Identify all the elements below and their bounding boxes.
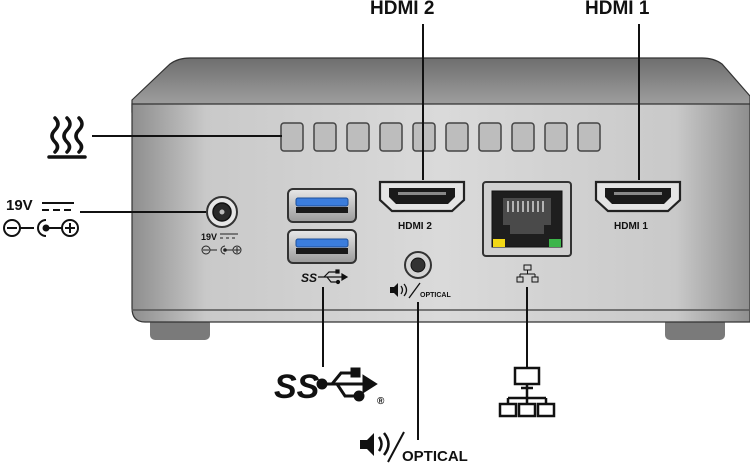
dc-jack <box>206 196 238 228</box>
speaker-icon <box>360 431 405 463</box>
usb-ss-small-label: SS <box>301 271 317 285</box>
hdmi-port-2 <box>378 180 466 213</box>
dc-polarity-small-icon <box>201 233 242 255</box>
optical-small-label: OPTICAL <box>420 292 451 299</box>
chassis-top <box>131 57 750 113</box>
speaker-small-icon <box>390 282 421 299</box>
hdmi-1-port-label: HDMI 1 <box>614 221 648 232</box>
foot-right <box>665 318 725 340</box>
usb-ss-label: SS <box>274 368 320 406</box>
hdmi-port-1 <box>594 180 682 213</box>
foot-left <box>150 318 210 340</box>
hdmi-2-top-label: HDMI 2 <box>370 0 434 19</box>
usb-port-bottom <box>287 229 357 264</box>
led-yellow <box>493 239 505 247</box>
network-icon <box>498 366 556 418</box>
ethernet-port <box>482 181 572 257</box>
hdmi-1-top-label: HDMI 1 <box>585 0 650 19</box>
registered-mark: ® <box>377 396 385 407</box>
dc-voltage-label: 19V <box>6 197 33 214</box>
usb-trident-small-icon <box>318 269 349 285</box>
optical-label: OPTICAL <box>402 448 468 465</box>
audio-jack <box>404 251 432 279</box>
network-small-icon <box>516 264 539 283</box>
dc-polarity-icon <box>3 202 79 237</box>
usb-trident-icon <box>316 367 378 402</box>
led-green <box>549 239 561 247</box>
hdmi-2-port-label: HDMI 2 <box>398 221 432 232</box>
heat-icon <box>47 116 87 159</box>
dc-voltage-small-label: 19V <box>201 232 217 242</box>
chassis-front <box>131 103 750 323</box>
usb-port-top <box>287 188 357 223</box>
